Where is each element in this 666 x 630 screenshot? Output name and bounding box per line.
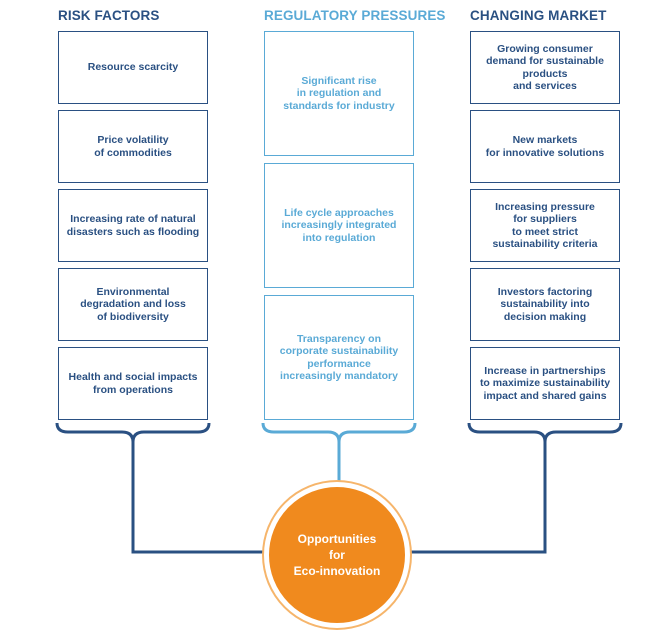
regulatory-pressure-box: Transparency on corporate sustainability…	[264, 295, 414, 420]
risk-factors-bracket	[55, 422, 211, 443]
regulatory-pressure-box: Life cycle approaches increasingly integ…	[264, 163, 414, 288]
risk-factor-box: Resource scarcity	[58, 31, 208, 104]
risk-factor-label: Increasing rate of natural disasters suc…	[66, 213, 200, 238]
regulatory-pressure-label: Transparency on corporate sustainability…	[279, 332, 399, 383]
regulatory-pressures-header: REGULATORY PRESSURES	[264, 8, 446, 23]
market-change-label: Growing consumer demand for sustainable …	[486, 42, 604, 93]
market-bracket	[467, 422, 623, 443]
regulatory-bracket	[261, 422, 417, 443]
risk-factor-box: Increasing rate of natural disasters suc…	[58, 189, 208, 262]
risk-factor-label: Resource scarcity	[87, 61, 179, 74]
market-change-box: Increase in partnerships to maximize sus…	[470, 347, 620, 420]
market-change-box: Investors factoring sustainability into …	[470, 268, 620, 341]
regulatory-pressure-box: Significant rise in regulation and stand…	[264, 31, 414, 156]
risk-factor-label: Price volatility of commodities	[94, 134, 172, 159]
risk-factor-label: Environmental degradation and loss of bi…	[80, 285, 186, 323]
market-change-box: New markets for innovative solutions	[470, 110, 620, 183]
market-change-label: Investors factoring sustainability into …	[497, 285, 593, 323]
market-to-hub-line	[408, 442, 547, 554]
regulatory-pressure-label: Life cycle approaches increasingly integ…	[281, 206, 397, 244]
risk-to-hub-line	[131, 442, 268, 554]
regulatory-pressure-label: Significant rise in regulation and stand…	[283, 74, 395, 112]
market-change-label: Increase in partnerships to maximize sus…	[479, 364, 611, 402]
risk-factors-header: RISK FACTORS	[58, 8, 160, 23]
eco-innovation-hub: Opportunities for Eco-innovation	[264, 482, 410, 628]
risk-factor-box: Price volatility of commodities	[58, 110, 208, 183]
changing-market-header: CHANGING MARKET	[470, 8, 607, 23]
market-change-label: Increasing pressure for suppliers to mee…	[492, 200, 598, 251]
market-change-box: Growing consumer demand for sustainable …	[470, 31, 620, 104]
risk-factor-box: Health and social impacts from operation…	[58, 347, 208, 420]
hub-label: Opportunities for Eco-innovation	[293, 532, 381, 578]
market-change-label: New markets for innovative solutions	[485, 134, 605, 159]
market-change-box: Increasing pressure for suppliers to mee…	[470, 189, 620, 262]
risk-factor-label: Health and social impacts from operation…	[68, 371, 198, 396]
risk-factor-box: Environmental degradation and loss of bi…	[58, 268, 208, 341]
